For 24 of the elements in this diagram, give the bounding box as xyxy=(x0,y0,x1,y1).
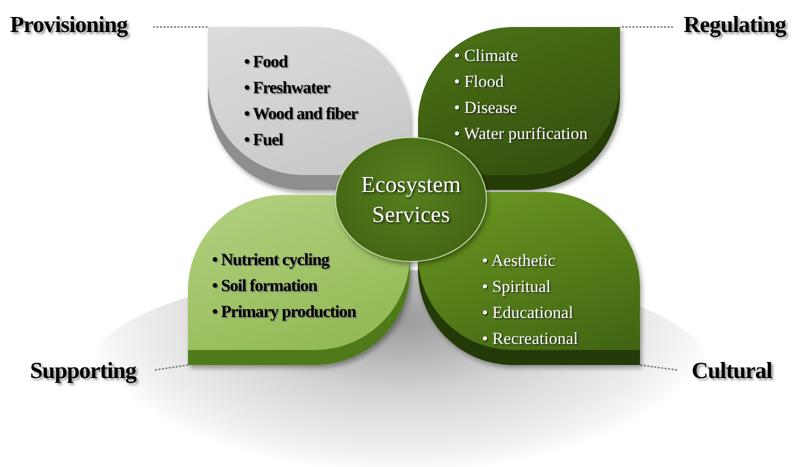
bullet-item: • Recreational xyxy=(482,328,580,350)
bullet-item: • Primary production xyxy=(212,301,358,323)
bullet-item: • Freshwater xyxy=(244,77,331,99)
leader-line xyxy=(154,364,188,371)
bullet-item: • Water purification xyxy=(454,123,589,145)
bullet-item: • Aesthetic xyxy=(482,250,556,272)
category-label: Supporting xyxy=(30,354,152,388)
leader-line xyxy=(620,26,673,28)
bullet-item: • Wood and fiber xyxy=(244,103,359,125)
bullet-item: • Food xyxy=(244,51,289,73)
leader-line xyxy=(640,364,678,371)
bullet-item: • Soil formation xyxy=(212,275,318,297)
center-title: Ecosystem Services xyxy=(360,170,462,228)
category-label: Cultural xyxy=(680,354,772,388)
leader-line xyxy=(153,26,208,28)
bullet-item: • Flood xyxy=(454,71,505,93)
bullet-item: • Climate xyxy=(454,45,520,67)
bullet-item: • Nutrient cycling xyxy=(212,249,330,271)
bullet-item: • Disease xyxy=(454,97,518,119)
category-label: Provisioning xyxy=(10,8,150,42)
bullet-item: • Spiritual xyxy=(482,276,552,298)
category-label: Regulating xyxy=(676,8,786,42)
bullet-item: • Fuel xyxy=(244,129,284,151)
bullet-item: • Educational xyxy=(482,302,574,324)
